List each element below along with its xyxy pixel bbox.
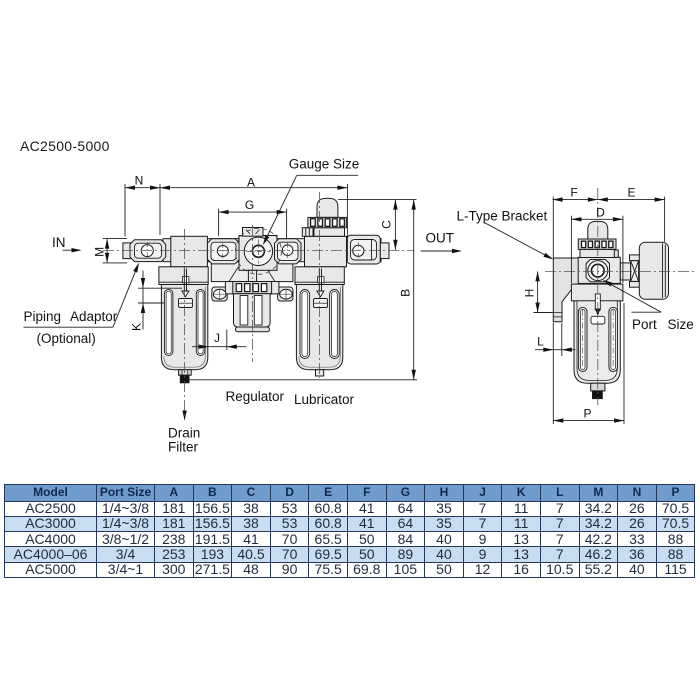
svg-text:Regulator: Regulator	[226, 389, 285, 404]
svg-text:H: H	[522, 289, 536, 298]
svg-text:Gauge Size: Gauge Size	[289, 156, 360, 171]
svg-text:E: E	[627, 186, 635, 200]
svg-text:Size: Size	[668, 317, 694, 332]
svg-text:L: L	[537, 335, 544, 349]
svg-text:Port: Port	[632, 317, 657, 332]
svg-text:Piping: Piping	[24, 309, 62, 324]
svg-text:Filter: Filter	[168, 440, 199, 455]
svg-text:D: D	[596, 206, 605, 220]
svg-text:B: B	[399, 289, 413, 297]
svg-text:N: N	[135, 174, 144, 188]
svg-text:Drain: Drain	[168, 426, 200, 441]
svg-text:Lubricator: Lubricator	[294, 392, 355, 407]
svg-text:L-Type Bracket: L-Type Bracket	[457, 208, 548, 223]
svg-text:C: C	[380, 220, 394, 229]
svg-text:M: M	[93, 247, 107, 257]
svg-text:Adaptor: Adaptor	[70, 309, 118, 324]
svg-text:J: J	[214, 331, 220, 345]
svg-text:IN: IN	[52, 235, 66, 250]
svg-text:K: K	[130, 323, 144, 331]
svg-text:A: A	[247, 176, 255, 190]
svg-text:(Optional): (Optional)	[37, 331, 96, 346]
svg-text:P: P	[583, 407, 591, 421]
svg-text:F: F	[570, 186, 577, 200]
svg-text:G: G	[245, 198, 254, 212]
svg-text:OUT: OUT	[426, 231, 455, 246]
